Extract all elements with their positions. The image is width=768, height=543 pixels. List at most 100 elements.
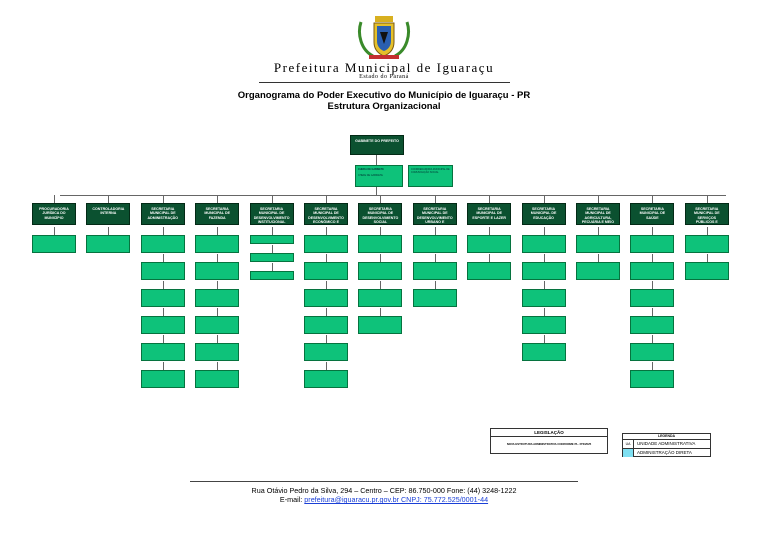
sub-unit-box [630, 316, 675, 334]
connector [217, 281, 219, 289]
connector [376, 187, 377, 195]
connector [162, 195, 164, 203]
connector [434, 227, 436, 235]
connector [217, 195, 219, 203]
connector [543, 195, 545, 203]
connector [380, 195, 382, 203]
connector [54, 227, 55, 235]
connector [380, 227, 382, 235]
connector [543, 227, 545, 235]
sub-unit-box [358, 235, 403, 253]
dept-box: SECRETARIA MUNICIPAL DE SERVIÇOS PÚBLICO… [684, 203, 729, 225]
sub-unit-box [521, 289, 566, 307]
connector [652, 281, 654, 289]
sub-unit-box [140, 289, 185, 307]
sub-unit-box [521, 262, 566, 280]
footer-email-label: E-mail: [279, 495, 305, 504]
connector [162, 227, 164, 235]
footer-rule [190, 481, 578, 482]
top-box-gabinete: GABINETE DO PREFEITO [350, 135, 404, 155]
sub-unit-box [140, 262, 185, 280]
connector [706, 254, 708, 262]
dept-box: SECRETARIA MUNICIPAL DE ADMINISTRAÇÃO [140, 203, 185, 225]
sub-unit-box [467, 262, 512, 280]
connector [217, 335, 219, 343]
legislacao-text: NOVA ESTRUTURA ADMINISTRATIVA CONFORME P… [506, 442, 592, 446]
sub-unit-box [412, 289, 457, 307]
sub-unit-box [630, 262, 675, 280]
sub-unit-box [249, 235, 294, 244]
sub-unit-box [304, 343, 348, 361]
legenda-swatch [623, 449, 634, 457]
connector [326, 281, 327, 289]
connector [434, 195, 436, 203]
legislacao-box: LEGISLAÇÃO NOVA ESTRUTURA ADMINISTRATIVA… [490, 428, 608, 454]
connector [652, 362, 654, 370]
sub-unit-box [358, 289, 403, 307]
sub-unit-box [684, 235, 729, 253]
connector [543, 308, 545, 316]
dept-box: SECRETARIA MUNICIPAL DE EDUCAÇÃO [521, 203, 566, 225]
connector [706, 195, 708, 203]
sub-unit-box [467, 235, 512, 253]
prefeitura-name: Prefeitura Municipal de Iguaraçu [273, 60, 495, 75]
page-subtitle: Estrutura Organizacional [327, 101, 441, 112]
legenda-label: ADMINISTRAÇÃO DIRETA [637, 450, 692, 455]
connector [598, 227, 599, 235]
side-box-comunicacao: COORDENADORIA MUNICIPAL DE COMUNICAÇÃO S… [408, 165, 453, 187]
connector [543, 254, 545, 262]
connector [217, 308, 219, 316]
sub-unit-box [195, 343, 240, 361]
sub-unit-box [140, 316, 185, 334]
connector [652, 254, 654, 262]
connector [54, 195, 55, 203]
dept-box: SECRETARIA MUNICIPAL DE DESENVOLVIMENTO … [412, 203, 457, 225]
connector [108, 227, 110, 235]
sub-unit-box [521, 235, 566, 253]
connector [162, 362, 164, 370]
sub-unit-box [304, 289, 348, 307]
connector [162, 281, 164, 289]
dept-box: PROCURADORIA JURÍDICA DO MUNICÍPIO [32, 203, 76, 225]
sub-unit-box [86, 235, 131, 253]
sub-unit-box [412, 235, 457, 253]
connector [380, 281, 382, 289]
dept-box: SECRETARIA MUNICIPAL DE ESPORTE E LAZER [467, 203, 512, 225]
dept-box: CONTROLADORIA INTERNA [86, 203, 131, 225]
sub-unit-box [195, 289, 240, 307]
connector [162, 308, 164, 316]
sub-unit-box [521, 316, 566, 334]
connector [543, 281, 545, 289]
connector [326, 227, 327, 235]
connector [489, 195, 491, 203]
connector [652, 195, 654, 203]
legenda-item-unidade: UA UNIDADE ADMINISTRATIVA [623, 440, 710, 449]
connector [326, 362, 327, 370]
sub-unit-box [304, 235, 348, 253]
connector [217, 254, 219, 262]
sub-unit-box [304, 262, 348, 280]
sub-unit-box [304, 370, 348, 388]
connector [271, 245, 273, 253]
legenda-label: UNIDADE ADMINISTRATIVA [637, 441, 696, 446]
sub-unit-box [358, 262, 403, 280]
sub-unit-box [630, 289, 675, 307]
sub-unit-box [195, 235, 240, 253]
connector [162, 335, 164, 343]
sub-unit-box [249, 253, 294, 262]
connector [376, 155, 377, 165]
connector [326, 195, 327, 203]
dept-box: SECRETARIA MUNICIPAL DE AGRICULTURA, PEC… [576, 203, 620, 225]
footer-email-link[interactable]: prefeitura@iguaracu.pr.gov.br CNPJ: 75.7… [304, 495, 489, 504]
connector [652, 335, 654, 343]
sub-unit-box [304, 316, 348, 334]
dept-box: SECRETARIA MUNICIPAL DE DESENVOLVIMENTO … [358, 203, 403, 225]
dept-box: SECRETARIA MUNICIPAL DE FAZENDA [195, 203, 240, 225]
connector [489, 227, 491, 235]
connector [271, 195, 273, 203]
connector [380, 254, 382, 262]
legenda-code: UA [623, 440, 634, 448]
sub-unit-box [358, 316, 403, 334]
